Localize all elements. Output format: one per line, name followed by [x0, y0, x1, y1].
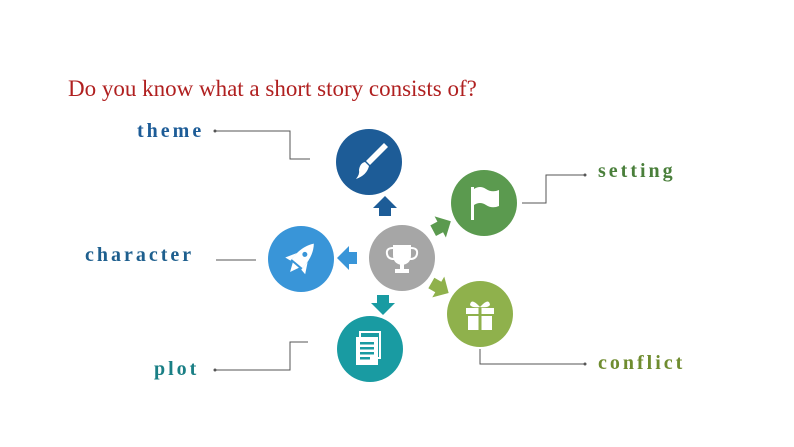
center-node: [369, 225, 435, 291]
node-setting: [451, 170, 517, 236]
connector-conflict: [479, 349, 585, 365]
arrow-to-theme: [373, 196, 397, 216]
label-theme: theme: [137, 120, 205, 142]
gift-icon: [466, 301, 494, 330]
node-character: [268, 226, 334, 292]
node-plot: [337, 316, 403, 382]
arrow-to-setting: [430, 216, 451, 238]
label-setting: setting: [598, 160, 676, 182]
connector-dot-setting: [583, 173, 587, 177]
connector-theme: [215, 130, 310, 160]
node-conflict: [447, 281, 513, 347]
flag-icon: [471, 187, 499, 220]
label-plot: plot: [154, 358, 200, 380]
node-theme: [336, 129, 402, 195]
label-conflict: conflict: [598, 352, 686, 374]
connector-dot-conflict: [583, 362, 587, 366]
connector-dot-theme: [213, 129, 217, 133]
paintbrush-icon: [356, 143, 388, 179]
arrow-to-plot: [371, 295, 395, 315]
arrow-to-character: [337, 246, 357, 270]
document-icon: [356, 331, 381, 365]
connector-plot: [215, 341, 308, 371]
connector-setting: [522, 174, 585, 204]
trophy-icon: [385, 245, 419, 273]
rocket-icon: [285, 243, 314, 275]
label-character: character: [85, 244, 195, 266]
question-title: Do you know what a short story consists …: [68, 76, 477, 101]
arrow-to-conflict: [428, 276, 449, 298]
connector-dot-plot: [213, 368, 217, 372]
